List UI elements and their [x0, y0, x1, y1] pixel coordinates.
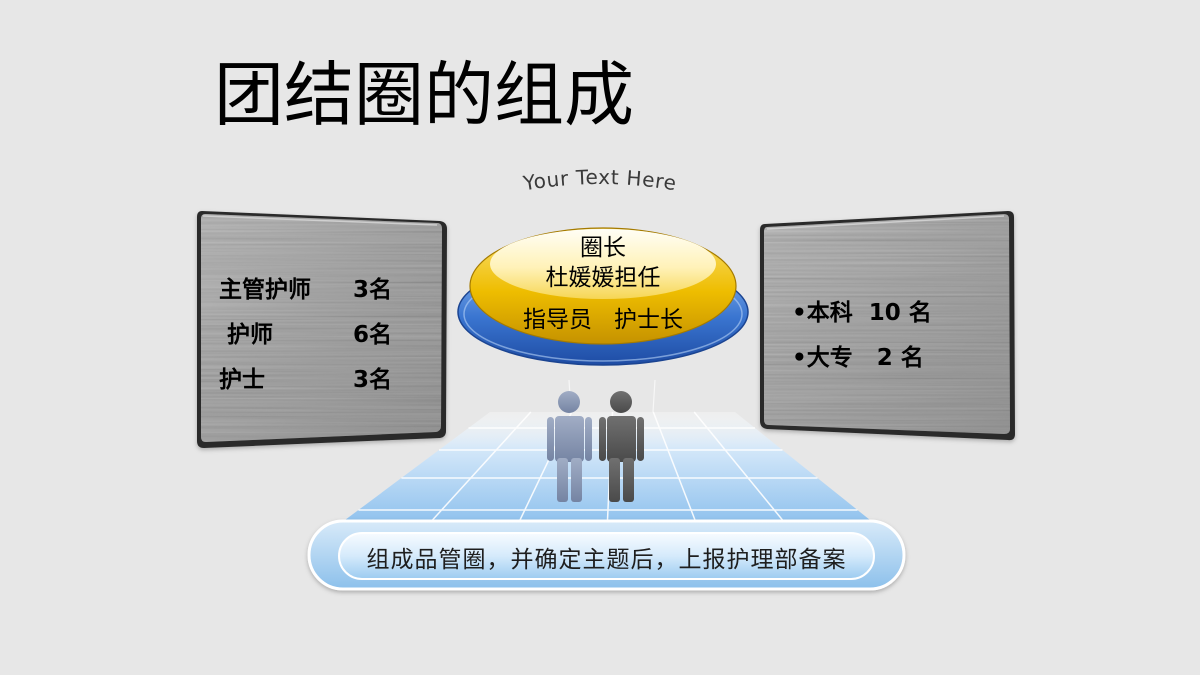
banner-text: 组成品管圈，并确定主题后，上报护理部备案: [366, 547, 847, 573]
center-disc: [457, 227, 749, 366]
left-panel-role: 护士: [219, 367, 265, 393]
left-panel-highlight: [202, 215, 438, 226]
person-head: [610, 391, 632, 413]
right-panel-item: •大专 2 名: [792, 345, 924, 371]
person-torso: [607, 416, 636, 462]
person-leg: [571, 458, 582, 502]
floor-grid-line: [652, 411, 696, 521]
person-icon: [599, 391, 644, 502]
right-panel-highlight: [766, 215, 1005, 230]
floor-grid-line: [431, 411, 532, 521]
person-head: [558, 391, 580, 413]
person-arm: [599, 417, 606, 461]
person-arm: [547, 417, 554, 461]
perspective-floor: [345, 379, 870, 521]
person-icon: [547, 391, 592, 502]
bottom-banner: [307, 519, 906, 591]
right-metal-panel: [760, 211, 1015, 441]
floor-surface: [345, 412, 870, 520]
left-panel-texture: [201, 214, 442, 442]
disc-gold-top: [490, 229, 716, 299]
person-arm: [637, 417, 644, 461]
person-leg: [557, 458, 568, 502]
left-panel-count: 3名: [353, 367, 393, 393]
left-panel-count: 6名: [353, 322, 393, 348]
left-panel-role: 主管护师: [219, 277, 311, 303]
left-panel-role: 护师: [227, 322, 273, 348]
right-panel-texture: [764, 214, 1010, 434]
left-panel-count: 3名: [353, 277, 393, 303]
arc-caption: Your Text Here: [520, 165, 678, 196]
right-panel-item: •本科 10 名: [792, 300, 932, 326]
disc-label-advisor: 指导员 护士长: [523, 307, 683, 333]
banner-inner-pill: [338, 532, 875, 580]
disc-label-name: 杜媛媛担任: [545, 265, 661, 291]
slide-title: 团结圈的组成: [214, 54, 634, 136]
person-arm: [585, 417, 592, 461]
disc-label-leader: 圈长: [580, 235, 626, 261]
person-leg: [609, 458, 620, 502]
person-leg: [623, 458, 634, 502]
person-torso: [555, 416, 584, 462]
light-beam: [652, 379, 656, 413]
arc-caption-text: Your Text Here: [520, 165, 677, 196]
left-metal-panel: [197, 211, 447, 448]
floor-grid-line: [693, 411, 784, 521]
